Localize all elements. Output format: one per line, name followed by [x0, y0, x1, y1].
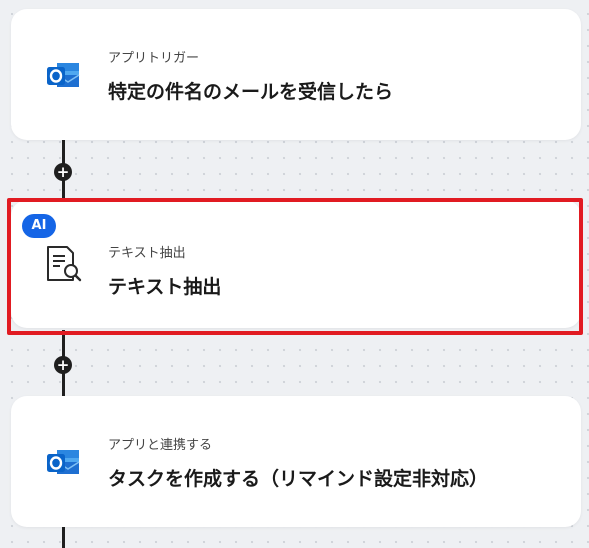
flow-step-trigger[interactable]: アプリトリガー 特定の件名のメールを受信したら: [11, 9, 581, 140]
outlook-icon: [43, 442, 83, 482]
step-title: テキスト抽出: [108, 276, 222, 298]
step-title: タスクを作成する（リマインド設定非対応）: [108, 468, 489, 490]
step-subtitle: テキスト抽出: [108, 246, 186, 261]
flow-step-text-extraction[interactable]: テキスト抽出 テキスト抽出: [11, 200, 581, 328]
document-search-icon: [43, 244, 83, 284]
add-step-button-1[interactable]: +: [54, 163, 72, 181]
connector-line-3: [62, 527, 65, 548]
step-subtitle: アプリと連携する: [108, 438, 213, 453]
step-title: 特定の件名のメールを受信したら: [108, 81, 394, 103]
add-step-button-2[interactable]: +: [54, 356, 72, 374]
ai-badge: AI: [22, 214, 56, 238]
step-subtitle: アプリトリガー: [108, 51, 200, 66]
flow-step-create-task[interactable]: アプリと連携する タスクを作成する（リマインド設定非対応）: [11, 396, 581, 527]
outlook-icon: [43, 55, 83, 95]
